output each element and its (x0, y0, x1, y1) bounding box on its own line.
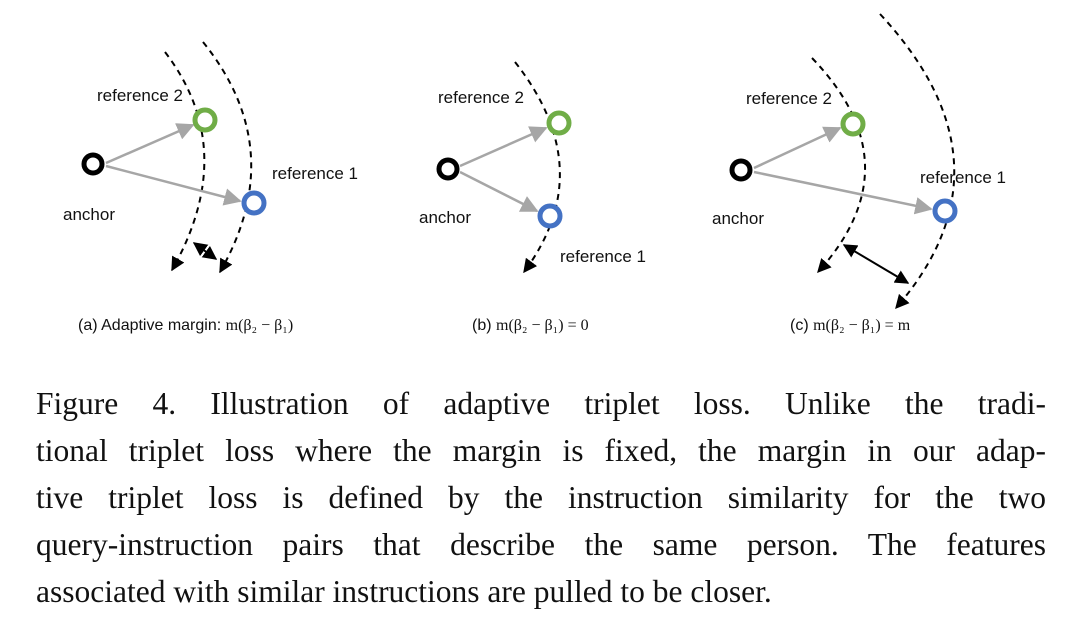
inner-boundary-arc (164, 51, 206, 272)
reference-2-node (192, 107, 218, 133)
arrow-to-reference-2 (459, 126, 548, 168)
reference-2-label: reference 2 (746, 89, 832, 108)
anchor-node (729, 158, 753, 182)
caption-line: tional triplet loss where the margin is … (36, 433, 1046, 468)
arrow-to-reference-1 (459, 170, 539, 213)
panel-caption: (b) m(β₂ − β₁) = 0 (472, 317, 589, 334)
reference-2-node (840, 111, 866, 137)
reference-1-node (932, 198, 958, 224)
reference-2-node (546, 110, 572, 136)
anchor-node (436, 157, 460, 181)
reference-1-label: reference 1 (920, 168, 1006, 187)
boundary-arc (514, 61, 561, 274)
anchor-label: anchor (419, 208, 471, 227)
caption-line: Figure 4. Illustration of adaptive tripl… (36, 386, 1046, 421)
outer-boundary-arc (202, 41, 253, 274)
caption-line: tive triplet loss is defined by the inst… (36, 480, 1046, 515)
reference-2-label: reference 2 (97, 86, 183, 105)
reference-2-label: reference 2 (438, 88, 524, 107)
panel-caption: (a) Adaptive margin: m(β₂ − β₁) (78, 317, 293, 334)
panel-b: reference 2 reference 1 anchor (b) m(β₂ … (419, 61, 646, 334)
figure-caption: Figure 4. Illustration of adaptive tripl… (36, 380, 1046, 615)
arrow-to-reference-2 (753, 126, 842, 170)
panel-c: reference 2 reference 1 anchor (c) m(β₂ … (712, 13, 1006, 334)
caption-line: associated with similar instructions are… (36, 574, 772, 609)
inner-boundary-arc (811, 57, 867, 274)
anchor-label: anchor (712, 209, 764, 228)
arrow-to-reference-1 (753, 170, 933, 215)
reference-1-node (241, 190, 267, 216)
arrow-to-reference-1 (105, 164, 242, 206)
reference-1-node (537, 203, 563, 229)
panel-a: reference 2 reference 1 anchor (a) Adapt… (63, 41, 358, 334)
reference-1-label: reference 1 (560, 247, 646, 266)
caption-line: query-instruction pairs that describe th… (36, 527, 1046, 562)
panel-caption: (c) m(β₂ − β₁) = m (790, 317, 911, 334)
anchor-label: anchor (63, 205, 115, 224)
arrow-to-reference-2 (105, 123, 195, 165)
margin-arrow (192, 242, 218, 260)
anchor-node (81, 152, 105, 176)
reference-1-label: reference 1 (272, 164, 358, 183)
outer-boundary-arc (879, 13, 956, 310)
margin-arrow (842, 244, 910, 284)
